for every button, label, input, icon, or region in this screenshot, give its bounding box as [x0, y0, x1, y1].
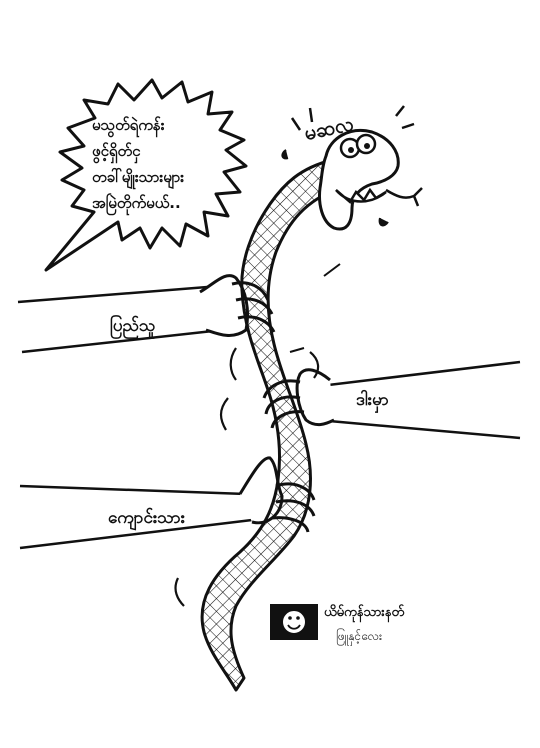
speech-bubble [44, 78, 248, 272]
speech-text: မသွတ်ရဲကန်း ဖွင့်ရှိတ်ငှ တခါ်မျိုးသားမျာ… [92, 112, 232, 216]
signature-name: ယိမ်ကုန်သားနတ် [324, 605, 405, 620]
motion-lines [174, 347, 320, 607]
signature-sub: ဖြူနှင့်လေး [336, 629, 382, 643]
speech-line: မသွတ်ရဲကန်း [92, 116, 165, 134]
speech-line: အမြဲတိုက်မယ်.. [92, 194, 181, 212]
hand-right [262, 360, 521, 440]
hand-label-bottom-left: ကျောင်းသား [108, 508, 186, 528]
hand-label-top-left: ပြည်သူ [110, 316, 156, 336]
snake-head [281, 105, 423, 231]
speech-line: ဖွင့်ရှိတ်ငှ [92, 142, 141, 160]
speech-line: တခါ်မျိုးသားများ [92, 168, 185, 186]
snake-body [200, 158, 342, 692]
hand-top-left [17, 274, 276, 354]
hand-label-right: ဒါးမှာ [356, 390, 389, 410]
signature-flag [270, 604, 318, 640]
